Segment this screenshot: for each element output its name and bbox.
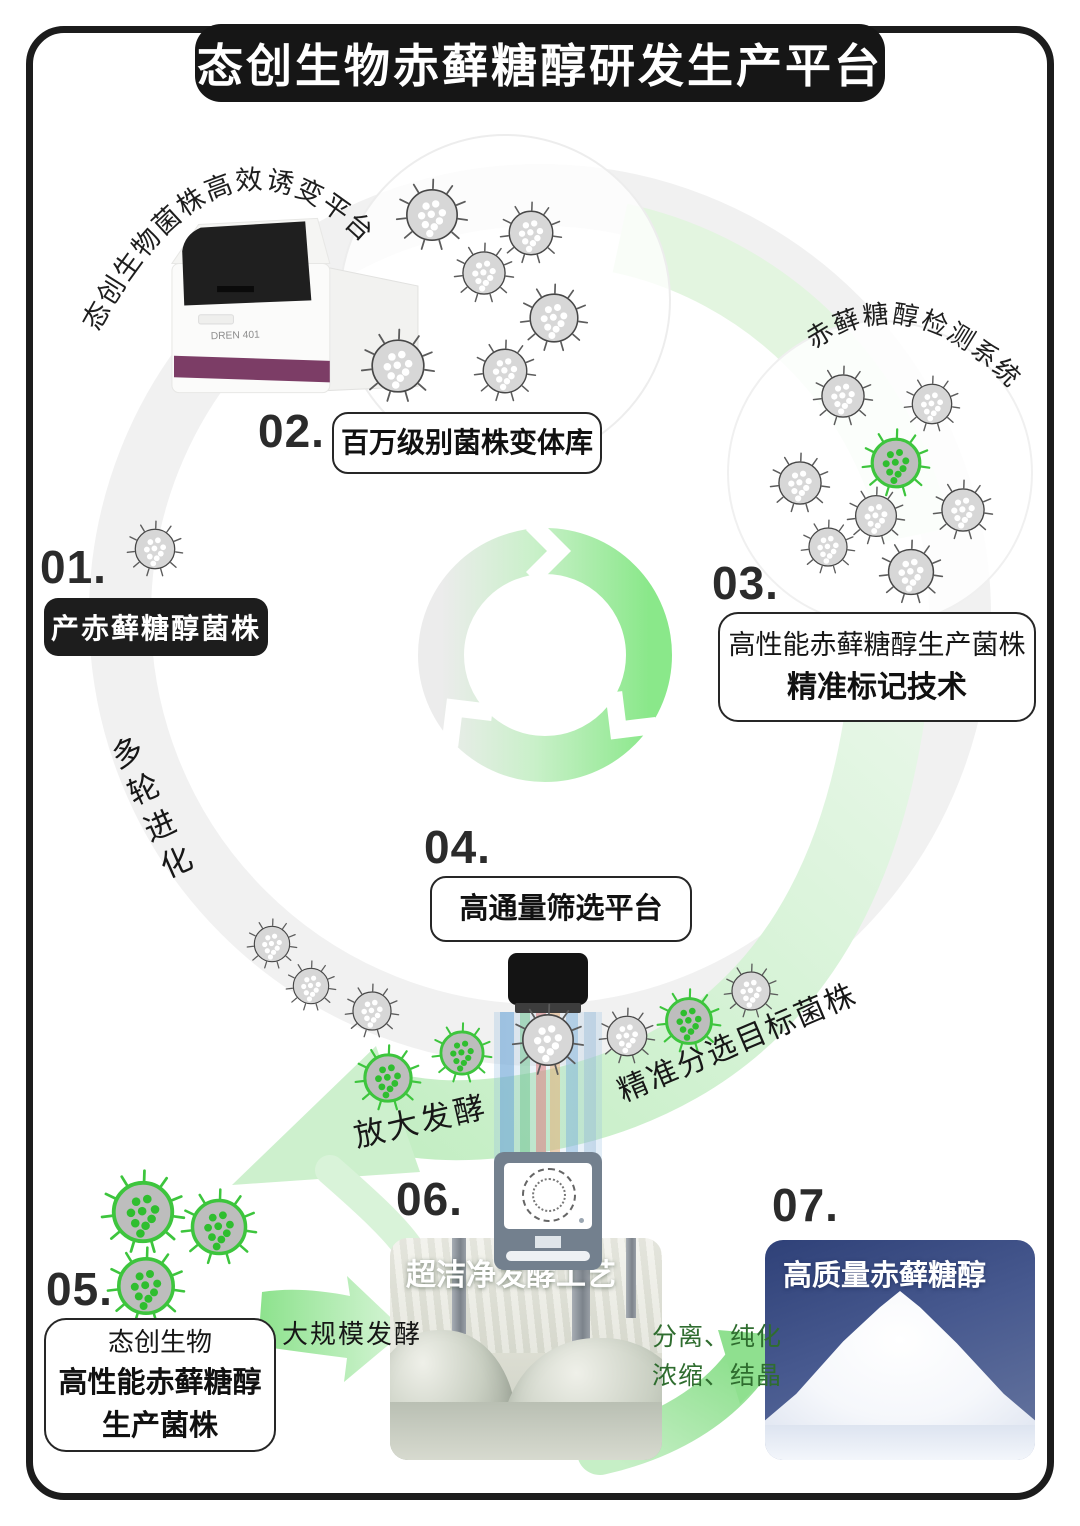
gray-microbe-icon (519, 283, 589, 353)
step-01-label-box: 产赤藓糖醇菌株 (44, 598, 268, 656)
step-03-line1: 高性能赤藓糖醇生产菌株 (728, 630, 1026, 660)
gray-microbe-icon (246, 918, 298, 970)
gray-microbe-icon (499, 201, 563, 265)
photo-erythritol-powder: 高质量赤藓糖醇 (765, 1240, 1035, 1460)
step-05-line1: 态创生物 (107, 1327, 212, 1358)
label-refine-line2: 浓缩、结晶 (652, 1361, 783, 1390)
step-05-number: 05. (46, 1263, 113, 1315)
gray-microbe-icon (285, 960, 337, 1012)
step-03-label-box: 高性能赤藓糖醇生产菌株 精准标记技术 (718, 612, 1036, 722)
cell-sorter-icon (508, 953, 588, 1005)
step-04-label: 高通量筛选平台 (459, 892, 663, 925)
green-microbe-icon (354, 1044, 422, 1112)
gray-microbe-icon (878, 539, 944, 605)
photo6-floor (390, 1402, 662, 1460)
cell-sorter-lip (515, 1003, 581, 1013)
page-title: 态创生物赤藓糖醇研发生产平台 (197, 40, 883, 92)
step-04-label-box: 高通量筛选平台 (430, 876, 692, 942)
step-01-label: 产赤藓糖醇菌株 (50, 613, 261, 644)
gray-microbe-icon (126, 520, 184, 578)
green-microbe-icon (431, 1022, 493, 1084)
title-banner: 态创生物赤藓糖醇研发生产平台 (195, 24, 885, 102)
step-01-number: 01. (40, 541, 107, 593)
label-refine-line1: 分离、纯化 (652, 1323, 783, 1351)
gray-microbe-icon (903, 375, 961, 433)
gray-microbe-icon (932, 479, 994, 541)
gray-microbe-icon (453, 242, 515, 304)
step-05-line2: 高性能赤藓糖醇 (58, 1367, 262, 1400)
machine-model-text: DREN 401 (211, 330, 261, 343)
step-06-number: 06. (396, 1173, 463, 1225)
green-microbe-icon (861, 428, 931, 498)
step-05-line3: 生产菌株 (101, 1409, 218, 1442)
gray-microbe-icon (360, 328, 436, 404)
gray-microbe-icon (598, 1007, 656, 1065)
step-03-number: 03. (712, 557, 779, 609)
step-02-label: 百万级别菌株变体库 (340, 426, 593, 458)
step-03-line2: 精准标记技术 (787, 670, 967, 704)
powder-foreground (765, 1424, 1035, 1460)
arrow-large-scale-fermentation (258, 1276, 405, 1382)
gray-microbe-icon (395, 178, 469, 252)
gray-microbe-icon (769, 452, 831, 514)
green-microbe-icon (106, 1246, 186, 1326)
step-04-number: 04. (424, 821, 491, 873)
label-refine-steps: 分离、纯化 浓缩、结晶 (652, 1318, 782, 1396)
step-07-number: 07. (772, 1179, 839, 1231)
gray-microbe-icon (800, 519, 856, 575)
step-02-label-box: 百万级别菌株变体库 (332, 412, 602, 474)
monitor-screen (504, 1163, 592, 1229)
step-07-label: 高质量赤藓糖醇 (783, 1260, 987, 1292)
green-microbe-icon (180, 1188, 258, 1266)
green-microbe-icon (100, 1169, 186, 1255)
step-02-number: 02. (258, 405, 325, 457)
swoosh-band (338, 637, 933, 1161)
photo-clean-fermentation: 超洁净发酵工艺 (390, 1238, 662, 1460)
cycle-arrows-icon (418, 517, 672, 782)
gray-microbe-icon (344, 983, 400, 1039)
green-microbe-icon (656, 988, 722, 1054)
gray-microbe-icon (723, 963, 779, 1019)
step-05-label-box: 态创生物 高性能赤藓糖醇 生产菌株 (44, 1318, 276, 1452)
gray-microbe-icon (473, 339, 537, 403)
gray-microbe-icon (812, 365, 874, 427)
monitor-icon (494, 1152, 602, 1270)
label-large-scale-fermentation: 大规模发酵 (282, 1319, 423, 1349)
gray-microbe-icon (846, 486, 906, 546)
gray-microbe-icon (511, 1003, 585, 1077)
